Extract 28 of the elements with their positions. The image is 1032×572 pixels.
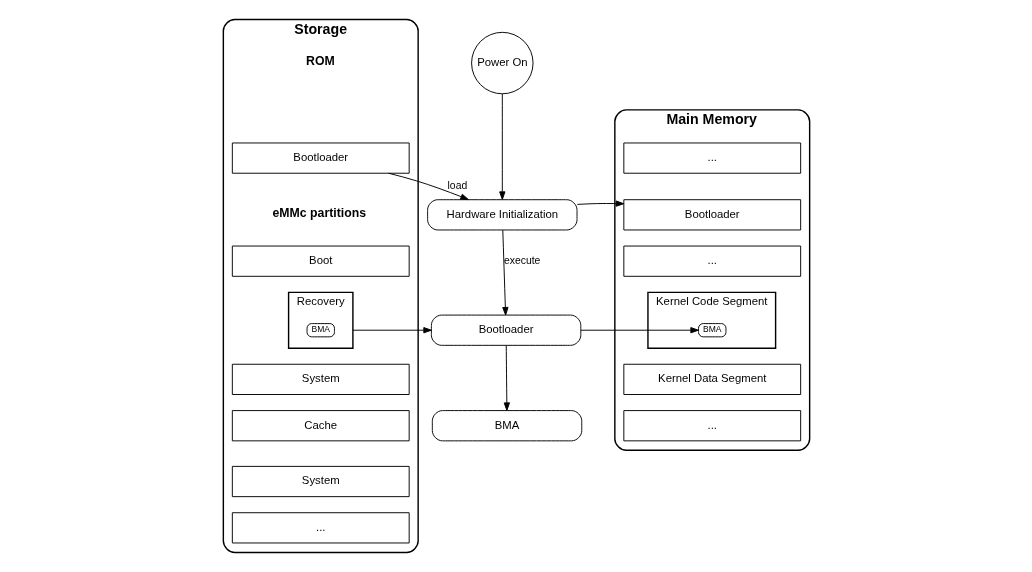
node-box: BMA bbox=[697, 323, 726, 338]
arrow bbox=[501, 229, 508, 316]
node-box: Bootloader bbox=[430, 314, 581, 346]
arrow bbox=[498, 93, 505, 200]
label: eMMc partitions bbox=[272, 206, 366, 221]
node-box: Boot bbox=[231, 245, 410, 277]
node-box: System bbox=[231, 465, 410, 498]
node-box: System bbox=[231, 363, 410, 395]
edge-label: load bbox=[447, 180, 467, 192]
node-box: Bootloader bbox=[231, 142, 410, 174]
edge-label: execute bbox=[503, 254, 540, 266]
node-box: BMA bbox=[306, 323, 335, 338]
label: ROM bbox=[305, 54, 335, 69]
node-box: BMA bbox=[431, 410, 582, 442]
arrow bbox=[580, 327, 699, 334]
node-box: ... bbox=[231, 512, 410, 544]
arrow bbox=[576, 200, 624, 207]
arrow bbox=[351, 327, 432, 334]
node-box: Bootloader bbox=[622, 199, 801, 231]
node-box: Hardware Initialization bbox=[426, 199, 577, 231]
node-circle: Power On bbox=[470, 31, 534, 95]
node-box: ... bbox=[622, 410, 801, 442]
arrow bbox=[387, 172, 469, 201]
arrow bbox=[503, 344, 510, 411]
node-box: ... bbox=[622, 142, 801, 174]
node-box: Cache bbox=[231, 410, 410, 442]
node-box: ... bbox=[622, 245, 801, 277]
node-box: Kernel Data Segment bbox=[622, 363, 801, 395]
